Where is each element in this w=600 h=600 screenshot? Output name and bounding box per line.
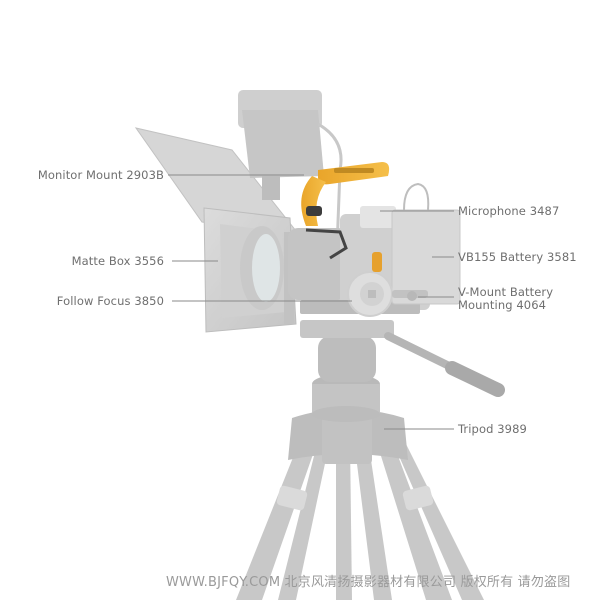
callout-tripod: Tripod 3989 xyxy=(458,422,527,436)
callout-vmount-line2: Mounting 4064 xyxy=(458,298,547,312)
callout-monitor-mount: Monitor Mount 2903B xyxy=(37,168,164,182)
watermark-text: WWW.BJFQY.COM 北京风清扬摄影器材有限公司 版权所有 请勿盗图 xyxy=(166,575,571,590)
follow-focus xyxy=(347,271,393,317)
callout-vmount-battery-mounting: V-Mount Battery Mounting 4064 xyxy=(458,286,553,312)
callout-follow-focus: Follow Focus 3850 xyxy=(56,294,164,308)
callout-vb155-battery: VB155 Battery 3581 xyxy=(458,250,577,264)
callout-vmount-line1: V-Mount Battery xyxy=(458,285,554,299)
monitor xyxy=(238,90,343,301)
fluid-head xyxy=(300,320,505,397)
top-handle xyxy=(301,162,390,272)
callout-matte-box: Matte Box 3556 xyxy=(71,254,164,268)
callout-microphone: Microphone 3487 xyxy=(458,204,560,218)
vb155-battery xyxy=(391,182,461,305)
